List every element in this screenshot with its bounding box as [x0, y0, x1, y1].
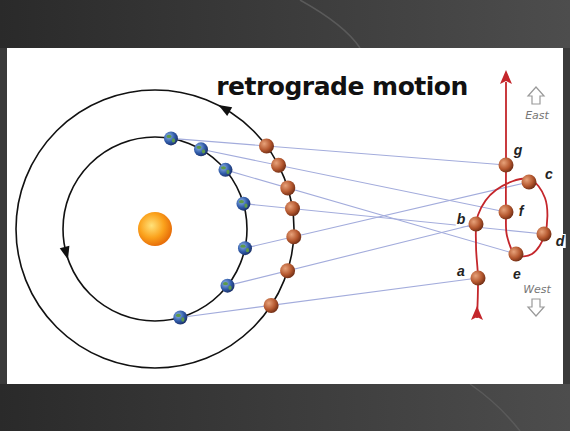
illustration-part [226, 170, 229, 174]
mars [471, 271, 486, 286]
position-letter: c [544, 167, 554, 181]
path-tail [471, 306, 483, 320]
mars [259, 138, 274, 153]
earth [218, 163, 232, 177]
mars [285, 201, 300, 216]
earth [236, 197, 250, 211]
illustration-part [499, 205, 514, 220]
illustration-part [246, 248, 249, 252]
illustration-part [227, 224, 476, 286]
direction-label: East [524, 110, 550, 121]
illustration-part [63, 137, 247, 321]
mars [499, 205, 514, 220]
illustration-part [202, 149, 205, 153]
earth [238, 241, 252, 255]
illustration-part [166, 135, 171, 138]
orbits [16, 90, 294, 368]
illustration-part [537, 227, 552, 242]
illustration-part [223, 282, 228, 285]
earth [220, 279, 234, 293]
illustration-part [197, 146, 202, 149]
illustration-part [244, 203, 247, 207]
illustration-part [164, 131, 178, 145]
path-arrowhead [500, 70, 512, 84]
orbit-arrowhead [60, 246, 73, 261]
mars [499, 158, 514, 173]
illustration-part [0, 384, 570, 431]
illustration-part [201, 149, 506, 212]
mars [469, 217, 484, 232]
illustration-part [176, 314, 181, 317]
sun [138, 212, 172, 246]
planets [164, 131, 552, 324]
illustration-part [280, 263, 295, 278]
illustration-part [522, 175, 537, 190]
illustration-part [471, 271, 486, 286]
illustration-part [181, 317, 184, 321]
earth [194, 142, 208, 156]
illustration-part [285, 201, 300, 216]
position-letter: d [555, 234, 566, 248]
illustration-part [171, 138, 506, 165]
illustration-part [238, 241, 252, 255]
position-letter: f [518, 204, 525, 218]
earth [173, 310, 187, 324]
sight-lines [171, 138, 544, 317]
mars [280, 263, 295, 278]
mars [264, 298, 279, 313]
illustration-part [300, 0, 360, 48]
illustration-part [264, 298, 279, 313]
diagram-title: retrograde motion [216, 74, 468, 99]
illustration-part [16, 90, 294, 368]
orbit-arrowhead [216, 101, 232, 116]
mars [537, 227, 552, 242]
west-arrow [528, 299, 544, 316]
position-letter: g [513, 143, 524, 157]
illustration-part [228, 285, 231, 289]
illustration-part [271, 158, 286, 173]
illustration-part [259, 138, 274, 153]
position-letter: b [456, 212, 467, 226]
illustration-part [194, 142, 208, 156]
mars [522, 175, 537, 190]
mars [286, 229, 301, 244]
mars [280, 180, 295, 195]
illustration-part [236, 197, 250, 211]
direction-arrows [528, 87, 544, 316]
illustration-part [499, 158, 514, 173]
direction-label: West [522, 284, 552, 295]
illustration-part [280, 180, 295, 195]
illustration-part [239, 200, 244, 203]
illustration-part [218, 163, 232, 177]
mars [271, 158, 286, 173]
illustration-part [180, 278, 478, 317]
illustration-part [221, 166, 226, 169]
illustration-part [0, 0, 570, 48]
illustration-part [220, 279, 234, 293]
illustration-part [509, 247, 524, 262]
illustration-part [172, 138, 175, 142]
illustration-part [173, 310, 187, 324]
retrograde-path [471, 70, 547, 320]
earth [164, 131, 178, 145]
illustration-part [469, 217, 484, 232]
illustration-part [470, 384, 520, 431]
illustration-part [286, 229, 301, 244]
position-letter: a [456, 264, 466, 278]
illustration-part [240, 245, 245, 248]
illustration-part [7, 48, 563, 384]
east-arrow [528, 87, 544, 104]
position-letter: e [512, 267, 522, 281]
illustration-part [225, 170, 516, 254]
mars [509, 247, 524, 262]
